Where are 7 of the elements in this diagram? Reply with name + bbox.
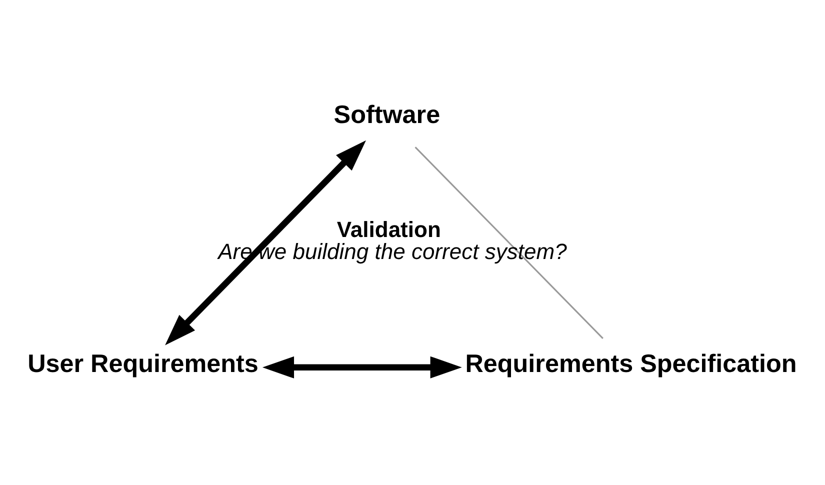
node-text: Requirements Specification bbox=[465, 349, 797, 378]
arrow bbox=[262, 356, 462, 378]
node-text: Software bbox=[334, 100, 440, 129]
label: Validation bbox=[336, 216, 441, 242]
connector bbox=[414, 146, 604, 338]
node-text: User Requirements bbox=[28, 349, 258, 378]
arrow bbox=[165, 140, 366, 345]
